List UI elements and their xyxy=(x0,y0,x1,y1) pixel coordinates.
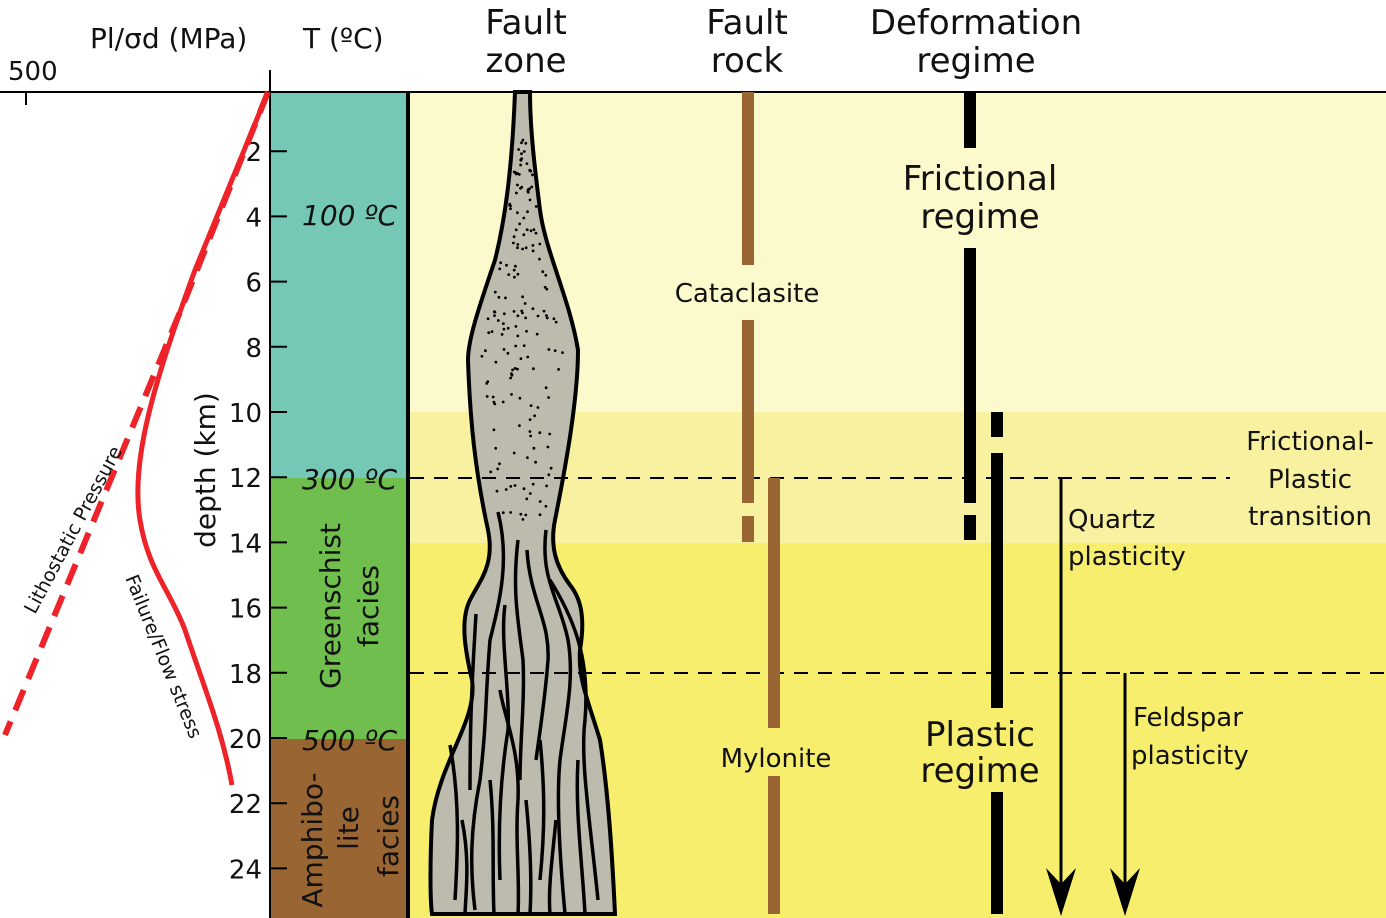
mylonite-foliation xyxy=(448,511,600,915)
depth-tick-label: 20 xyxy=(229,725,262,755)
transition-label-3: transition xyxy=(1248,502,1372,532)
feldspar-label: Feldspar xyxy=(1133,703,1243,733)
fault-zone-header-2: zone xyxy=(485,41,566,81)
isotherm-100: 100 ºC xyxy=(302,199,398,232)
fault-rock-bars xyxy=(742,92,780,914)
frictional-regime-label: Frictional xyxy=(903,159,1058,199)
fault-rock-header-2: rock xyxy=(711,41,784,81)
regime-header: Deformation xyxy=(870,3,1082,43)
regime-header-2: regime xyxy=(916,41,1035,81)
teal-zone xyxy=(270,92,408,478)
feldspar-label-2: plasticity xyxy=(1131,741,1249,771)
lithostatic-label: Lithostatic Pressure xyxy=(20,443,127,618)
depth-tick-label: 24 xyxy=(229,855,262,885)
quartz-label: Quartz xyxy=(1068,505,1155,535)
stress-axis-label: Pl/σd (MPa) xyxy=(90,22,247,55)
failure-flow-stress-curve xyxy=(135,91,271,786)
cataclasite-dots xyxy=(480,138,564,521)
greenschist-label-2: facies xyxy=(352,565,385,647)
fault-rock-header: Fault xyxy=(706,3,788,43)
depth-tick-label: 18 xyxy=(229,660,262,690)
regime-bars xyxy=(964,92,1003,914)
depth-tick-label: 12 xyxy=(229,464,262,494)
feldspar-arrowhead-icon xyxy=(1110,868,1140,916)
amphibolite-label-2: lite xyxy=(332,806,365,850)
frictional-regime-label-2: regime xyxy=(920,197,1039,237)
stress-tick-label: 500 xyxy=(8,57,58,87)
depth-tick-label: 8 xyxy=(245,334,262,364)
transition-label: Frictional- xyxy=(1246,427,1374,457)
amphibolite-label: Amphibo- xyxy=(296,772,329,907)
quartz-arrowhead-icon xyxy=(1046,868,1076,916)
plastic-regime-label: Plastic xyxy=(925,715,1035,755)
depth-tick-label: 2 xyxy=(245,138,262,168)
transition-label-2: Plastic xyxy=(1268,465,1352,495)
depth-axis-label: depth (km) xyxy=(189,392,222,548)
mylonite-label: Mylonite xyxy=(721,744,832,774)
greenschist-zone xyxy=(270,478,408,739)
greenschist-label: Greenschist xyxy=(314,523,347,689)
depth-tick-label: 16 xyxy=(229,595,262,625)
isotherm-500: 500 ºC xyxy=(302,724,398,757)
cataclasite-label: Cataclasite xyxy=(675,279,820,309)
isotherm-300: 300 ºC xyxy=(302,463,398,496)
depth-tick-label: 22 xyxy=(229,790,262,820)
fault-zone-header: Fault xyxy=(485,3,567,43)
depth-tick-label: 14 xyxy=(229,529,262,559)
depth-tick-label: 10 xyxy=(229,399,262,429)
temperature-label: T (ºC) xyxy=(302,22,384,55)
amphibolite-label-3: facies xyxy=(372,795,405,877)
quartz-label-2: plasticity xyxy=(1068,542,1186,572)
depth-tick-label: 6 xyxy=(245,269,262,299)
plastic-regime-label-2: regime xyxy=(920,751,1039,791)
amphibolite-zone xyxy=(270,739,408,918)
depth-tick-label: 4 xyxy=(245,203,262,233)
